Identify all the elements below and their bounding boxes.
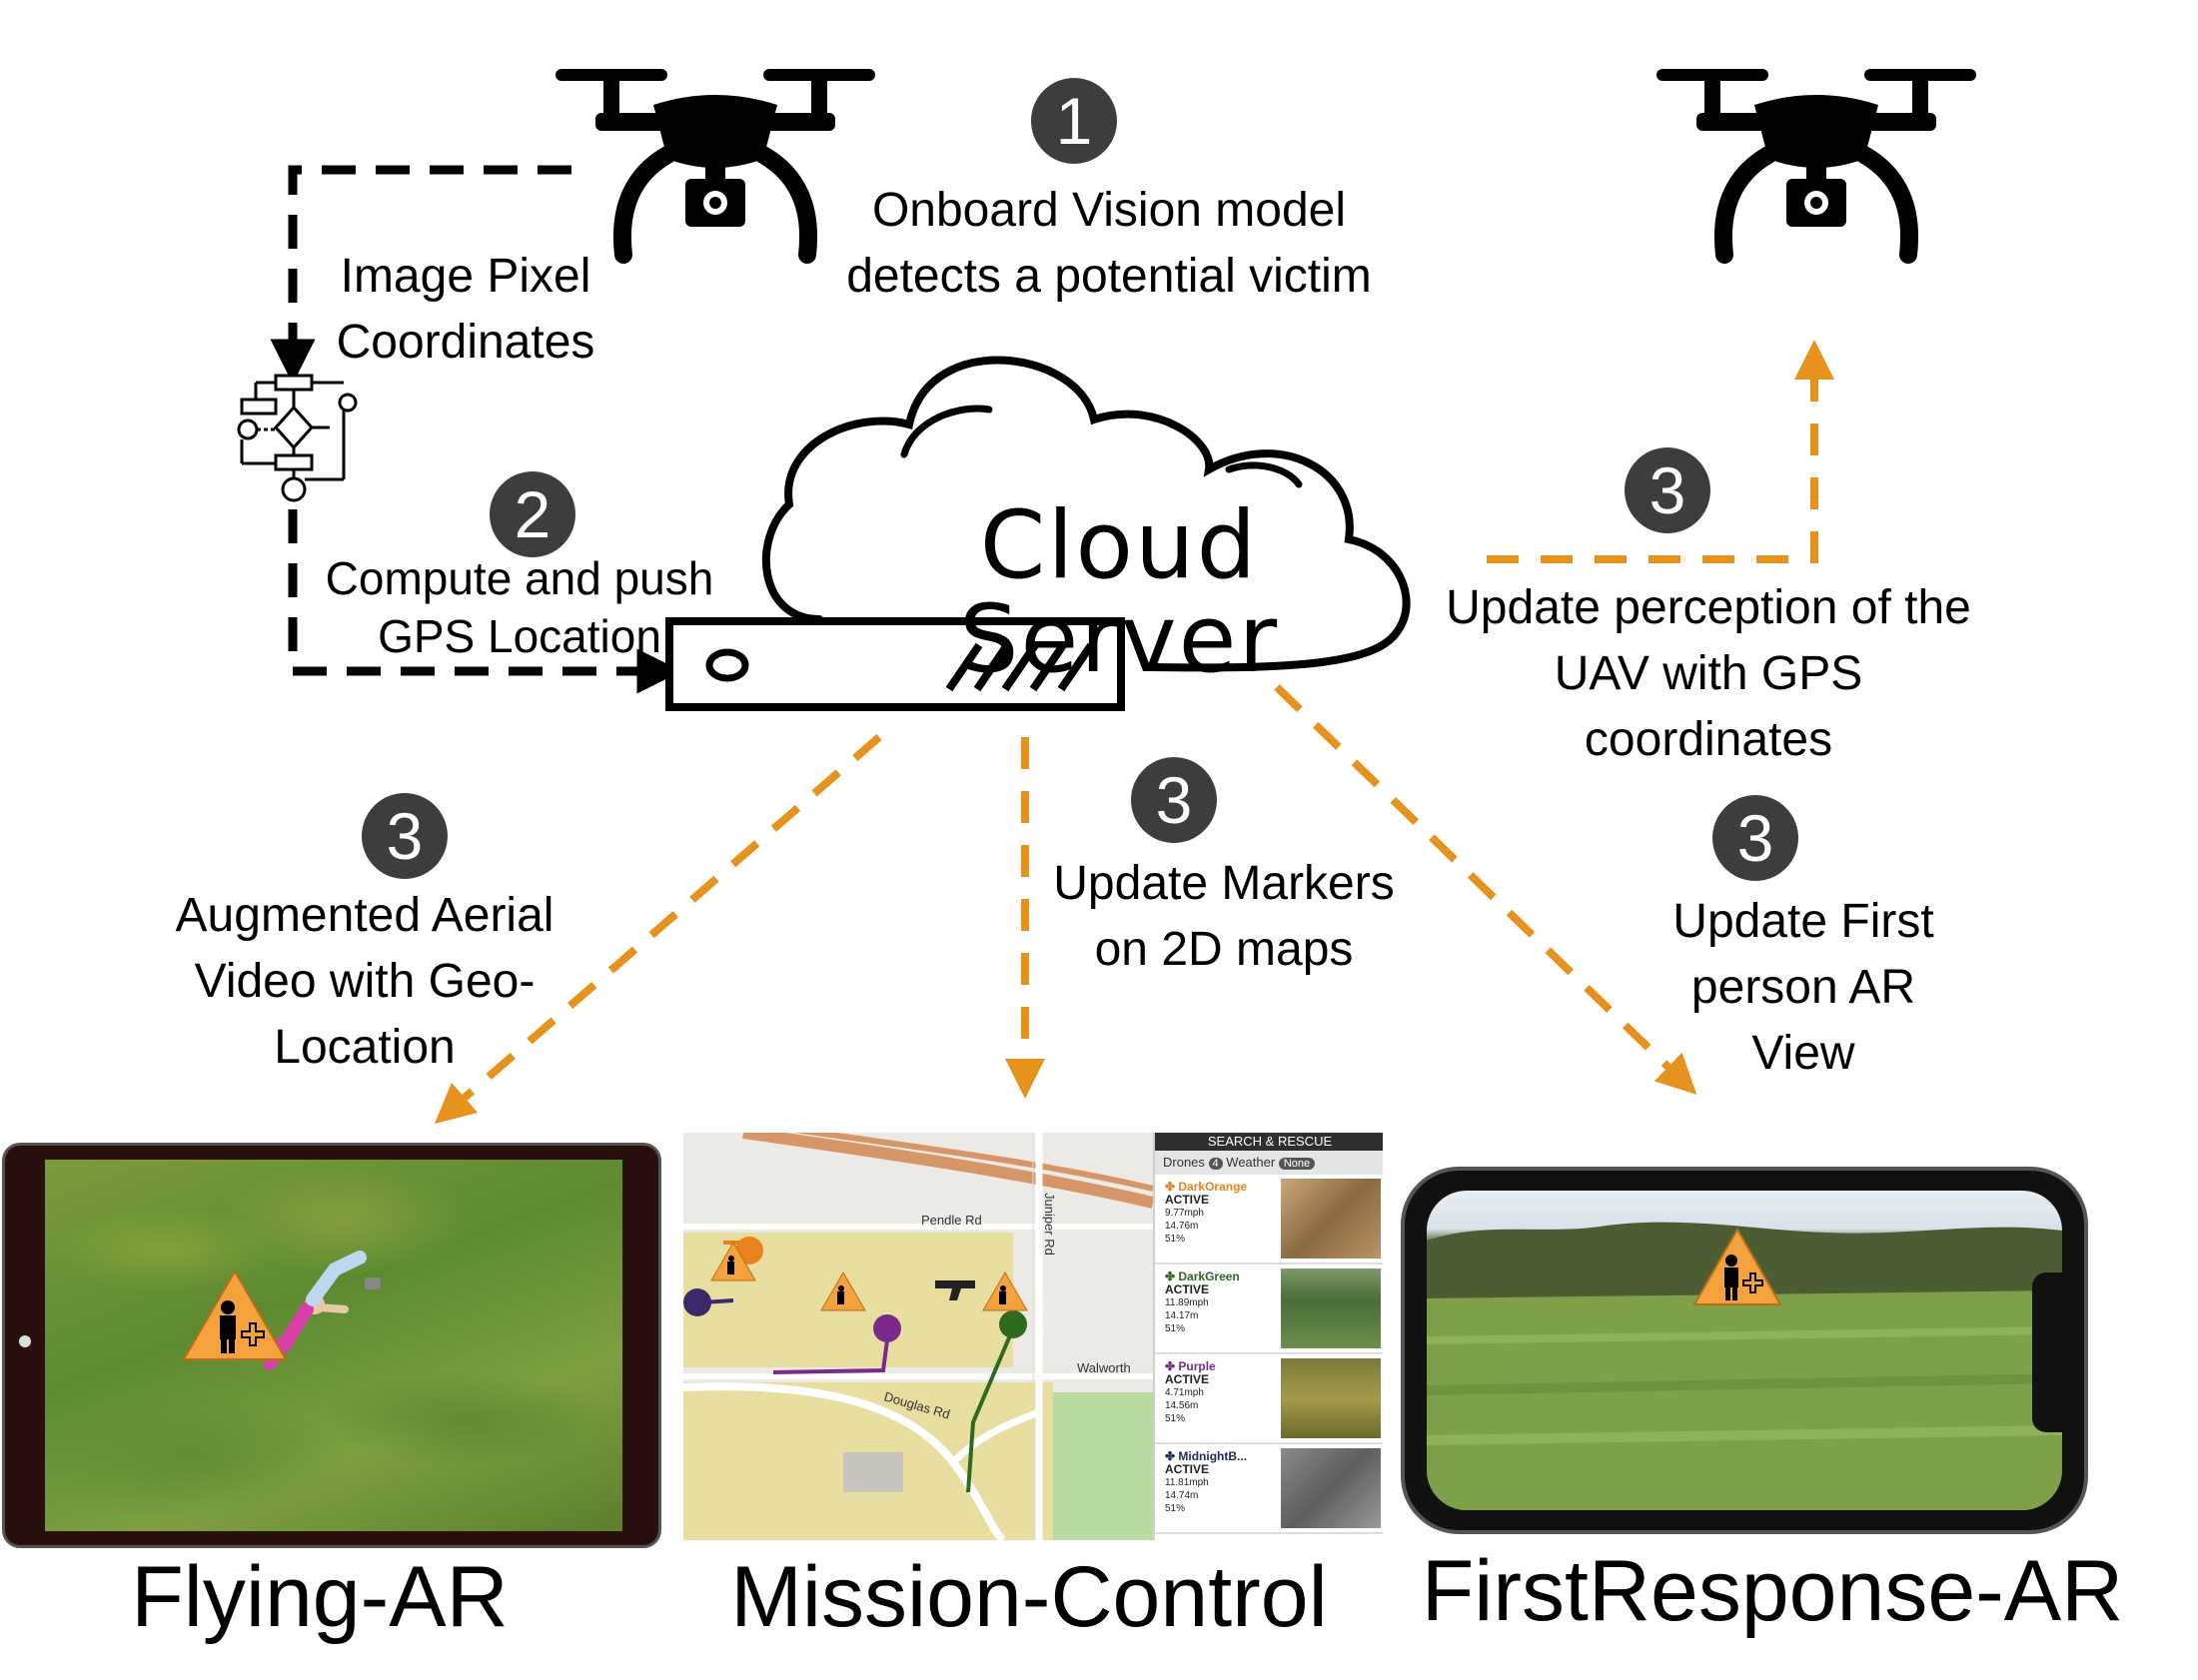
drone-camera-thumbnail[interactable]: [1281, 1268, 1381, 1348]
pixel-coord-arrow: [270, 165, 571, 385]
drone-battery: 51%: [1165, 1323, 1186, 1334]
step1-label: Onboard Vision model detects a potential…: [846, 184, 1372, 303]
drone-battery: 51%: [1165, 1234, 1186, 1245]
drone-name: ✤ DarkGreen: [1165, 1270, 1240, 1283]
step3-uav-label: Update perception of the UAV with GPS co…: [1446, 581, 1971, 766]
step1-badge: 1: [1031, 78, 1117, 164]
warning-person-icon: [182, 1269, 288, 1360]
drone-altitude: 14.17m: [1165, 1310, 1199, 1321]
drone-icon-left: [555, 69, 875, 255]
victim-figure: [243, 1251, 381, 1370]
step2-badge: 2: [490, 471, 575, 557]
map-label-pendle: Pendle Rd: [921, 1213, 982, 1228]
panel-filter-row: Drones 4 Weather None: [1155, 1151, 1383, 1175]
drone-altitude: 14.56m: [1165, 1400, 1199, 1411]
drone-camera-thumbnail[interactable]: [1281, 1448, 1381, 1528]
ar-camera-view: [1427, 1191, 2062, 1510]
map-label-walworth: Walworth: [1077, 1360, 1131, 1375]
gps-push-arrow: [288, 509, 682, 694]
phone-icon: [1401, 1167, 2088, 1534]
drones-label: Drones: [1163, 1155, 1205, 1170]
weather-value[interactable]: None: [1278, 1158, 1316, 1170]
flowchart-icon: [237, 374, 358, 502]
step3-maps-label: Update Markers on 2D maps: [1053, 857, 1395, 976]
drone-status: ACTIVE: [1165, 1282, 1210, 1296]
drone-camera-thumbnail[interactable]: [1281, 1179, 1381, 1259]
drone-panel: SEARCH & RESCUE Drones 4 Weather None ✤ …: [1153, 1133, 1383, 1540]
drone-name: ✤ Purple: [1165, 1360, 1216, 1373]
drone-altitude: 14.74m: [1165, 1490, 1199, 1501]
drone-camera-thumbnail[interactable]: [1281, 1358, 1381, 1438]
step3-fp-label: Update First person AR View: [1672, 895, 1934, 1080]
step3-fp-badge: 3: [1712, 795, 1798, 881]
aerial-video: [45, 1160, 622, 1531]
first-response-ar-caption: FirstResponse-AR: [1421, 1543, 2124, 1639]
weather-label: Weather: [1226, 1155, 1276, 1170]
map-label-juniper: Juniper Rd: [1042, 1193, 1057, 1256]
mission-control-caption: Mission-Control: [730, 1549, 1328, 1645]
drone-battery: 51%: [1165, 1503, 1186, 1514]
drone-speed: 11.89mph: [1165, 1297, 1209, 1308]
cloud-icon: [761, 356, 1411, 672]
flying-ar-caption: Flying-AR: [131, 1549, 509, 1645]
step2-label: Compute and push GPS Location: [325, 552, 714, 662]
drone-status: ACTIVE: [1165, 1462, 1210, 1476]
ar-warning-person-icon: [1692, 1227, 1782, 1305]
image-pixel-label: Image Pixel Coordinates: [336, 250, 595, 369]
drone-speed: 11.81mph: [1165, 1477, 1209, 1488]
drone-name: ✤ DarkOrange: [1165, 1181, 1248, 1194]
panel-header: SEARCH & RESCUE: [1155, 1133, 1383, 1151]
step3-uav-badge: 3: [1625, 447, 1710, 533]
step3-video-label: Augmented Aerial Video with Geo-Location: [175, 889, 554, 1074]
tablet-home-button: [19, 1335, 31, 1347]
drone-battery: 51%: [1165, 1413, 1186, 1424]
step3-video-badge: 3: [362, 793, 448, 879]
drones-count: 4: [1208, 1158, 1223, 1170]
uav-update-arrow: [1487, 340, 1834, 563]
tablet-icon: [2, 1143, 661, 1548]
step3-maps-badge: 3: [1131, 757, 1217, 843]
first-response-arrow: [1274, 684, 1697, 1095]
drone-status: ACTIVE: [1165, 1193, 1210, 1207]
flying-ar-arrow: [434, 733, 882, 1125]
drone-status: ACTIVE: [1165, 1372, 1210, 1386]
drone-speed: 9.77mph: [1165, 1208, 1204, 1219]
cloud-server-title: Cloud Server: [958, 491, 1280, 694]
mission-control-screen: Pendle Rd Douglas Rd Walworth Juniper Rd…: [683, 1133, 1383, 1540]
drone-icon-right: [1656, 69, 1976, 255]
server-icon: [665, 617, 1125, 711]
drone-altitude: 14.76m: [1165, 1221, 1199, 1232]
drone-name: ✤ MidnightB...: [1165, 1450, 1248, 1463]
drone-speed: 4.71mph: [1165, 1387, 1204, 1398]
phone-notch: [2032, 1272, 2062, 1432]
map-view[interactable]: Pendle Rd Douglas Rd Walworth Juniper Rd: [683, 1133, 1153, 1540]
